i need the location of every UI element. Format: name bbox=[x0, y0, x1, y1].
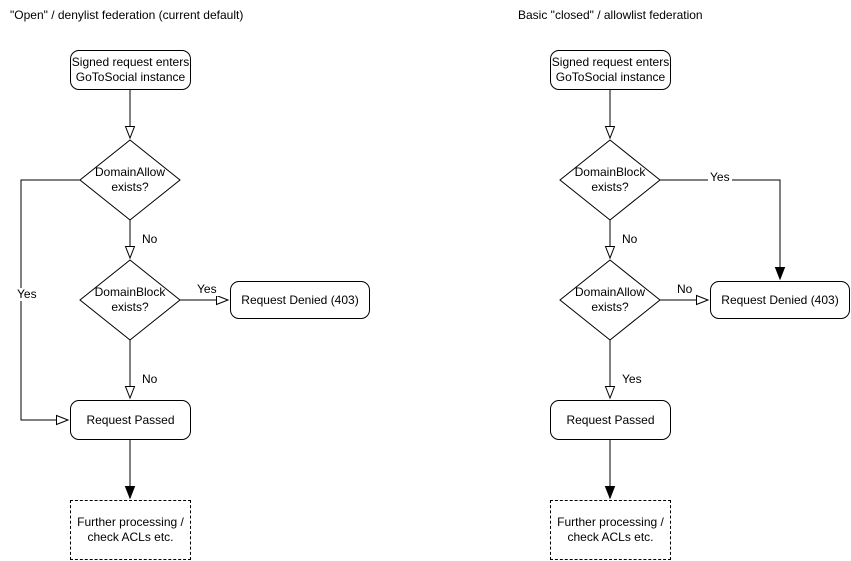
diamond-left-domainblock bbox=[79, 259, 181, 341]
left-request-passed-node: Request Passed bbox=[70, 400, 191, 440]
right-request-denied-node: Request Denied (403) bbox=[710, 281, 850, 319]
left-domainblock-label: DomainBlock exists? bbox=[94, 285, 166, 314]
right-flowchart-diamonds bbox=[559, 139, 661, 341]
right-flowchart-edges bbox=[604, 90, 786, 500]
diamond-right-domainallow bbox=[559, 259, 661, 341]
left-chart-title: "Open" / denylist federation (current de… bbox=[10, 8, 244, 22]
left-domainallow-yes-label: Yes bbox=[15, 287, 39, 301]
right-domainallow-no-label: No bbox=[675, 282, 695, 296]
left-request-denied-node: Request Denied (403) bbox=[230, 281, 370, 319]
diamond-right-domainblock bbox=[559, 139, 661, 221]
right-domainblock-label: DomainBlock exists? bbox=[574, 165, 646, 194]
right-domainallow-yes-label: Yes bbox=[620, 372, 644, 386]
right-domainblock-no-label: No bbox=[620, 232, 640, 246]
left-domainallow-no-label: No bbox=[140, 232, 160, 246]
left-domainallow-label: DomainAllow exists? bbox=[94, 165, 166, 194]
left-domainblock-no-label: No bbox=[140, 372, 160, 386]
left-further-processing-node: Further processing / check ACLs etc. bbox=[70, 500, 191, 560]
right-domainblock-yes-label: Yes bbox=[708, 170, 732, 184]
left-domainblock-yes-label: Yes bbox=[195, 282, 219, 296]
right-start-node: Signed request enters GoToSocial instanc… bbox=[550, 50, 671, 90]
diamond-left-domainallow bbox=[79, 139, 181, 221]
left-flowchart-diamonds bbox=[79, 139, 181, 341]
right-request-passed-node: Request Passed bbox=[550, 400, 671, 440]
right-further-processing-node: Further processing / check ACLs etc. bbox=[550, 500, 671, 560]
edge-right-domainblock-yes bbox=[660, 179, 786, 281]
left-start-node: Signed request enters GoToSocial instanc… bbox=[70, 50, 191, 90]
right-domainallow-label: DomainAllow exists? bbox=[574, 285, 646, 314]
right-chart-title: Basic "closed" / allowlist federation bbox=[518, 8, 703, 22]
